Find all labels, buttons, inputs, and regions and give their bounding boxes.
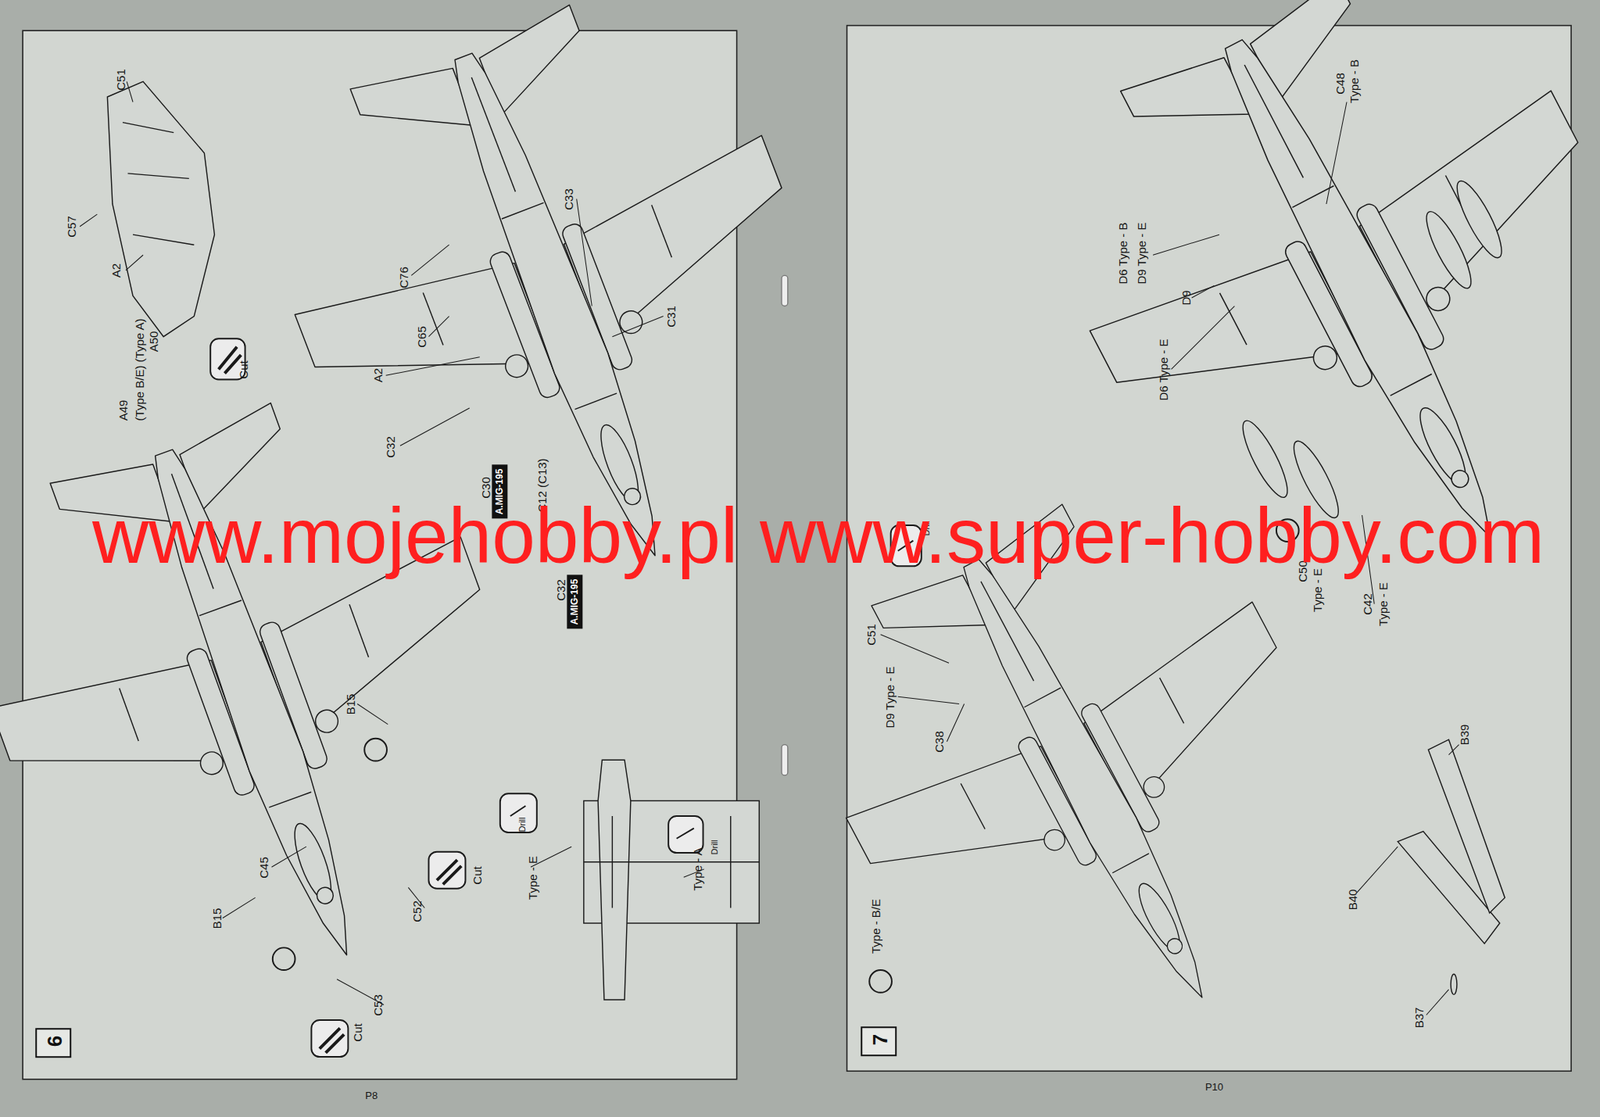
part-marking: A.MIG-195: [569, 579, 580, 626]
callout-label: B15: [343, 693, 356, 715]
callout-label: Type - B/E: [869, 898, 882, 954]
callout-label: Cut: [350, 1023, 363, 1042]
callout-label: B39: [1458, 724, 1471, 746]
callout-label: C53: [372, 994, 384, 1017]
callout-label: Type - B: [1348, 60, 1361, 104]
page-number: P10: [1205, 1081, 1224, 1092]
callout-label: D9 Type - E: [884, 665, 896, 728]
callout-label: C33: [562, 188, 575, 211]
callout-label: Type - E: [526, 855, 539, 900]
step-number: 6: [44, 1038, 65, 1047]
callout-label: B15: [210, 908, 222, 930]
callout-label: Cut: [236, 360, 249, 379]
step-number-box: 7: [860, 1025, 897, 1056]
callout-label: A50: [146, 331, 159, 353]
callout-label: C76: [397, 266, 409, 289]
callout-label: D6 Type - E: [1157, 338, 1170, 401]
callout-label: C38: [933, 730, 945, 753]
step-number-box: 6: [35, 1027, 72, 1058]
callout-label: C30: [479, 476, 492, 499]
callout-label: C57: [65, 215, 78, 238]
callout-label: C48: [1334, 72, 1346, 95]
callout-label: A2: [109, 263, 122, 278]
step-number: 7: [869, 1036, 891, 1045]
callout-label: (Type B/E) (Type A): [132, 318, 145, 421]
callout-label: Type - A: [690, 848, 703, 892]
callout-label: D9 Type - E: [1134, 221, 1147, 284]
callout-label: C42: [1361, 593, 1374, 616]
watermark: www.mojehobby.pl www.super-hobby.com: [92, 496, 1545, 575]
callout-label: A49: [116, 399, 129, 421]
callout-label: B40: [1345, 889, 1358, 911]
callout-label: C31: [664, 305, 677, 328]
callout-label: C32: [554, 579, 566, 602]
callout-label: C51: [864, 623, 877, 646]
page-number: P8: [365, 1089, 378, 1100]
callout-label: D9: [1179, 290, 1192, 306]
callout-label: D6 Type - B: [1116, 221, 1129, 284]
callout-label: C51: [114, 68, 127, 91]
callout-label: C45: [257, 856, 269, 879]
callout-label: Drill: [518, 816, 527, 832]
callout-label: Cut: [470, 866, 483, 885]
callout-label: B37: [1412, 1006, 1425, 1028]
part-marking-box: A.MIG-195: [566, 575, 583, 630]
callout-label: C52: [410, 900, 423, 923]
callout-label: C65: [415, 325, 428, 348]
callout-label: C32: [383, 436, 396, 459]
callout-label: Type - E: [1376, 582, 1389, 627]
callout-label: Drill: [709, 839, 719, 855]
callout-label: A2: [372, 368, 384, 383]
